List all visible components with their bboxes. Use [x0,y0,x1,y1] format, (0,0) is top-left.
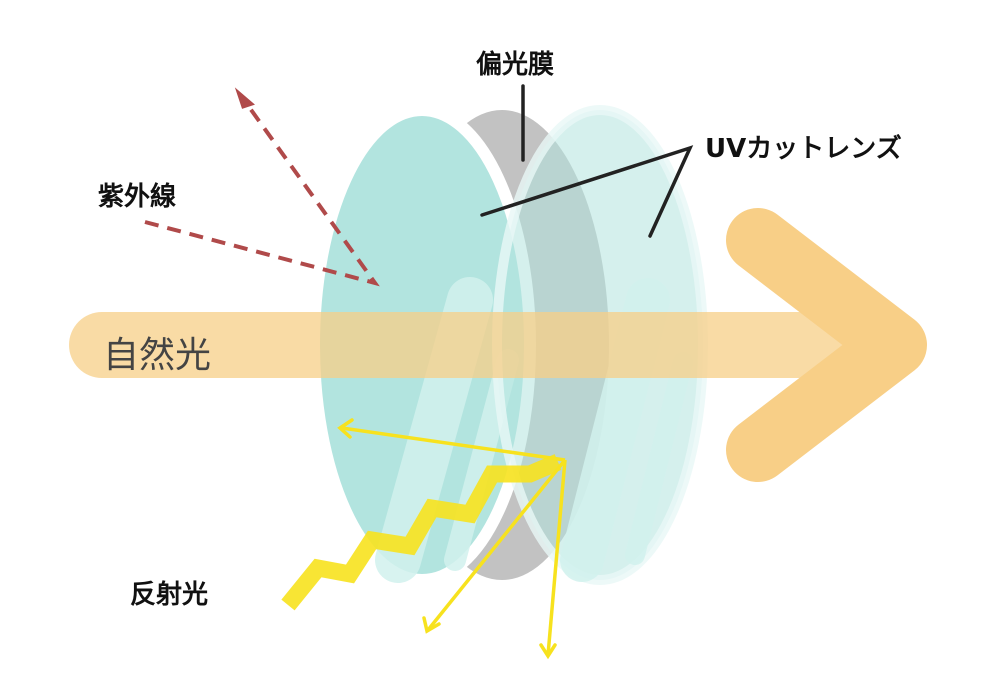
leader-lines [480,84,694,238]
reflected-light-zigzag [281,454,562,611]
natural-light-arrowhead [726,208,927,482]
uv-cut-lens-label: UVカットレンズ [705,134,902,164]
uv-arrowhead-icon [234,87,255,109]
natural-light-label: 自然光 [103,335,212,376]
uv-label: 紫外線 [98,182,177,212]
polarizing-film-label: 偏光膜 [476,50,555,80]
reflected-light-label: 反射光 [130,580,209,610]
uv-ray [144,98,380,287]
reflected-rays [341,426,567,656]
reflected-arrowheads [337,418,557,660]
